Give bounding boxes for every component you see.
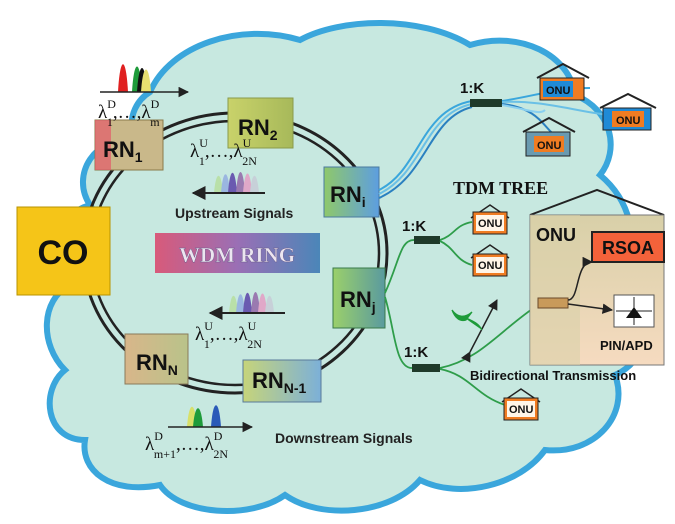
upstream-signals-label: Upstream Signals bbox=[175, 205, 293, 221]
downstream-signals-label: Downstream Signals bbox=[275, 430, 413, 446]
rnn-box[interactable] bbox=[124, 333, 189, 385]
signal-bird-icon bbox=[451, 309, 483, 331]
splitter-bottom[interactable] bbox=[412, 364, 440, 372]
splitter-top-label: 1:K bbox=[460, 80, 484, 97]
onu-house-1[interactable]: ONU bbox=[536, 62, 590, 101]
splitter-top[interactable] bbox=[470, 99, 502, 107]
downstream-pulses-top bbox=[118, 64, 151, 92]
mid-splitter-fibers bbox=[384, 221, 473, 294]
rn1-accent bbox=[95, 120, 111, 170]
rn1-label: RN1 bbox=[103, 137, 143, 165]
rnj-label: RNj bbox=[340, 287, 376, 315]
coupler bbox=[537, 297, 569, 309]
splitter-bottom-label: 1:K bbox=[404, 344, 428, 361]
upstream-pulses-upper bbox=[214, 172, 259, 193]
onu-house-3[interactable]: ONU bbox=[522, 116, 576, 157]
onu-label-6: ONU bbox=[509, 404, 534, 416]
wdm-ring-label: WDM RING bbox=[179, 243, 295, 267]
onu-label-5: ONU bbox=[478, 260, 503, 272]
bidirectional-arrow bbox=[460, 299, 498, 363]
splitter-mid[interactable] bbox=[414, 236, 440, 244]
bidirectional-label: Bidirectional Transmission bbox=[470, 368, 636, 383]
onu-house-5[interactable]: ONU bbox=[470, 244, 510, 277]
rnj-box[interactable] bbox=[332, 267, 386, 329]
rn2-box[interactable] bbox=[227, 97, 294, 149]
rni-fiber-bundle bbox=[378, 100, 473, 199]
central-office-box[interactable] bbox=[16, 206, 111, 296]
onu-house-6[interactable]: ONU bbox=[501, 388, 541, 421]
rni-box[interactable] bbox=[323, 166, 380, 218]
downstream-pulses-bottom bbox=[187, 405, 221, 427]
upstream-pulses-lower bbox=[229, 292, 274, 313]
central-office-label: CO bbox=[38, 234, 89, 272]
rnn-label: RNN bbox=[136, 350, 178, 378]
tdm-tree-label: TDM TREE bbox=[453, 178, 548, 198]
onu-detail-label: ONU bbox=[536, 225, 576, 245]
detector-label: PIN/APD bbox=[600, 338, 653, 353]
rn2-label: RN2 bbox=[238, 115, 278, 143]
wdm-ring-banner bbox=[155, 233, 320, 273]
onu-house-2[interactable]: ONU bbox=[599, 92, 657, 131]
onu-label-3: ONU bbox=[537, 140, 562, 152]
rni-label: RNi bbox=[330, 182, 366, 210]
onu-detail[interactable]: ONU RSOA PIN/APD bbox=[529, 188, 665, 366]
onu-house-4[interactable]: ONU bbox=[470, 204, 510, 235]
photodiode-icon bbox=[626, 307, 642, 318]
rsoa-label: RSOA bbox=[602, 238, 654, 258]
rnn1-label: RNN-1 bbox=[252, 368, 307, 396]
onu-label-2: ONU bbox=[616, 115, 641, 127]
rnn1-box[interactable] bbox=[242, 359, 322, 403]
splitter-mid-label: 1:K bbox=[402, 218, 426, 235]
onu-label-4: ONU bbox=[478, 218, 503, 230]
rsoa-box[interactable] bbox=[591, 231, 665, 263]
onu-label-1: ONU bbox=[546, 85, 571, 97]
